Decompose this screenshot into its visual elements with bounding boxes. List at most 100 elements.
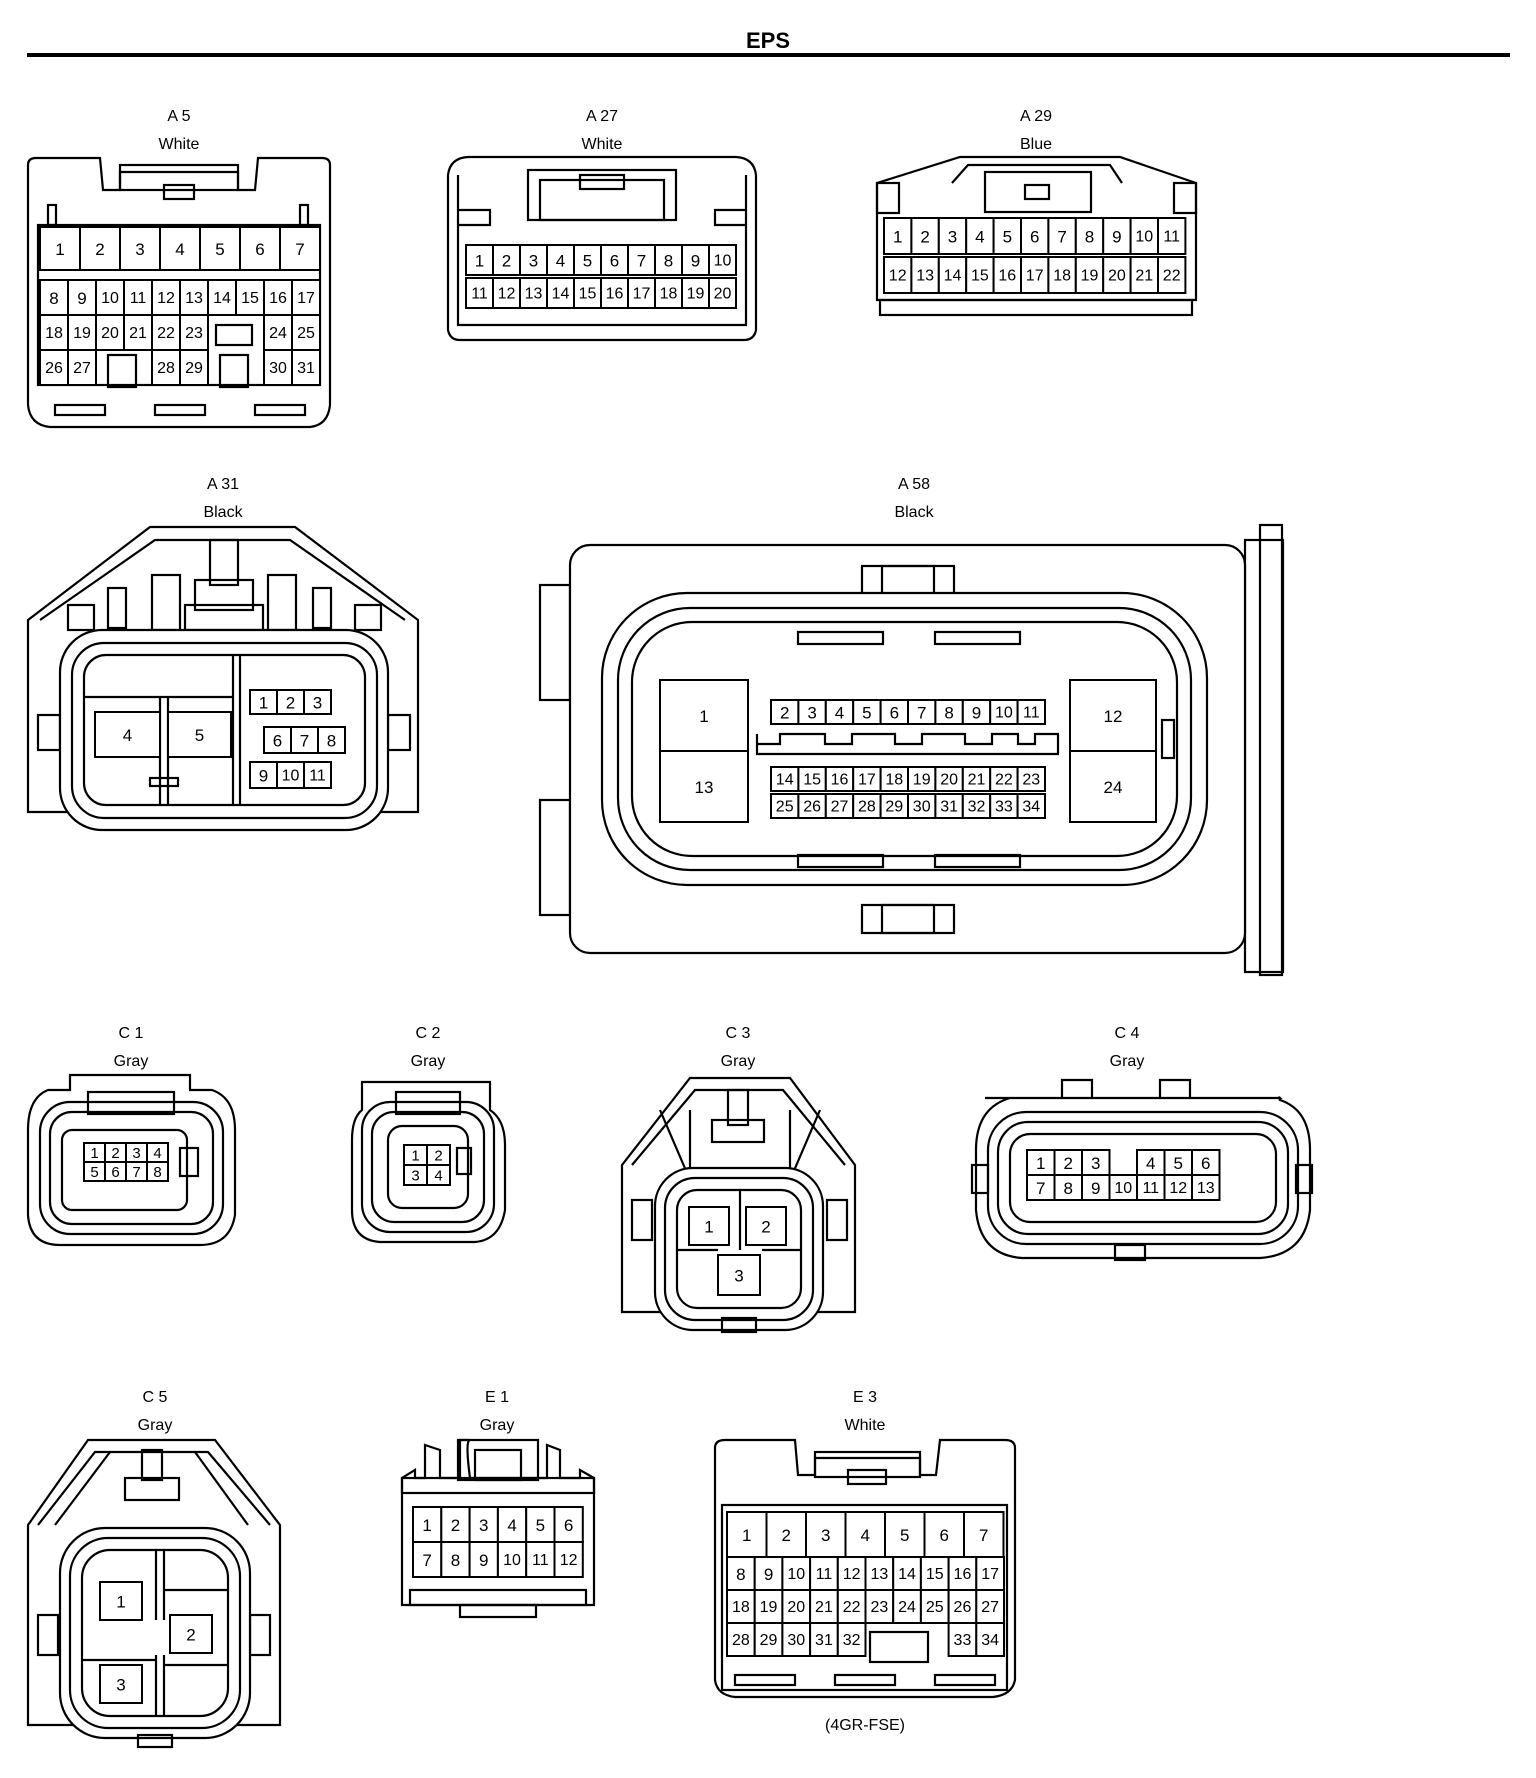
pin-number: 7 xyxy=(1036,1179,1045,1198)
pin-number: 25 xyxy=(926,1599,944,1616)
pin-number: 11 xyxy=(816,1566,833,1583)
pin-cell xyxy=(600,244,629,276)
pin-cell xyxy=(681,277,710,309)
pin-cell xyxy=(934,699,964,725)
pin-number: 13 xyxy=(525,286,543,303)
connector-c5: C 5 Gray 123 xyxy=(26,1389,282,1749)
pin-number: 21 xyxy=(1135,268,1153,285)
pin-number: 3 xyxy=(734,1267,743,1286)
pin-number: 2 xyxy=(761,1218,770,1237)
pin-number: 19 xyxy=(687,286,705,303)
cover-flange xyxy=(1243,538,1285,974)
pin-number: 5 xyxy=(900,1526,909,1545)
pin-number: 6 xyxy=(940,1526,949,1545)
pin-cell xyxy=(1191,1149,1221,1176)
pin-number: 6 xyxy=(1201,1154,1210,1173)
pin-number: 12 xyxy=(843,1566,861,1583)
connector-color: Blue xyxy=(1020,136,1052,153)
pin-cell xyxy=(1157,217,1187,255)
pin-cell xyxy=(961,766,992,792)
pin-cell xyxy=(440,1541,471,1578)
pin-number: 3 xyxy=(807,704,816,723)
pin-number: 14 xyxy=(944,268,962,285)
pin-number: 2 xyxy=(111,1145,119,1162)
pin-cell xyxy=(67,349,97,386)
pin-number: 30 xyxy=(269,360,287,377)
pin-cell xyxy=(726,1622,756,1657)
pin-number: 4 xyxy=(556,252,565,271)
pin-cell xyxy=(975,1622,1005,1657)
pin-cell xyxy=(291,314,321,351)
pin-cell xyxy=(263,279,293,316)
pin-number: 31 xyxy=(940,799,958,816)
pin-number: 12 xyxy=(498,286,516,303)
pin-number: 1 xyxy=(411,1148,419,1165)
pin-number: 4 xyxy=(835,704,844,723)
pin-cell xyxy=(947,1622,978,1657)
pin-number: 17 xyxy=(858,772,876,789)
pin-number: 1 xyxy=(699,707,708,726)
pin-cell xyxy=(765,1511,807,1558)
pin-number: 29 xyxy=(185,360,203,377)
pin-cell xyxy=(179,349,209,386)
pin-number: 17 xyxy=(1026,268,1044,285)
pin-number: 1 xyxy=(90,1145,98,1162)
pin-cell xyxy=(965,217,995,255)
pin-number: 27 xyxy=(981,1599,999,1616)
pin-number: 29 xyxy=(885,799,903,816)
pin-number: 6 xyxy=(564,1516,573,1535)
pin-number: 33 xyxy=(995,799,1013,816)
footnote: (4GR-FSE) xyxy=(825,1717,905,1734)
pin-cell xyxy=(1020,256,1050,294)
pin-cell xyxy=(753,1622,784,1657)
pin-number: 4 xyxy=(123,726,132,745)
pin-number: 2 xyxy=(502,252,511,271)
pin-number: 8 xyxy=(451,1551,460,1570)
connector-id: C 3 xyxy=(726,1025,751,1042)
connector-color: Gray xyxy=(114,1053,149,1070)
connector-id: A 27 xyxy=(586,108,618,125)
pin-cell xyxy=(681,244,710,276)
pin-number: 4 xyxy=(153,1145,161,1162)
pin-cell xyxy=(99,1664,143,1704)
pin-number: 7 xyxy=(295,240,304,259)
pin-number: 8 xyxy=(736,1565,745,1584)
pin-number: 12 xyxy=(1169,1180,1187,1197)
pin-cell xyxy=(1016,766,1046,792)
pin-cell xyxy=(923,1511,965,1558)
pin-number: 4 xyxy=(507,1516,516,1535)
connector-id: C 5 xyxy=(143,1389,168,1406)
pin-number: 15 xyxy=(579,286,597,303)
pin-number: 11 xyxy=(532,1552,549,1569)
pin-number: 7 xyxy=(422,1551,431,1570)
pin-number: 30 xyxy=(913,799,931,816)
pin-cell xyxy=(573,277,602,309)
pin-number: 1 xyxy=(704,1218,713,1237)
pin-number: 3 xyxy=(821,1526,830,1545)
connector-id: C 4 xyxy=(1115,1025,1140,1042)
pin-number: 8 xyxy=(664,252,673,271)
pin-number: 9 xyxy=(1112,228,1121,247)
pin-number: 5 xyxy=(215,240,224,259)
pin-cell xyxy=(1163,1174,1193,1201)
pin-cell xyxy=(1136,1149,1166,1176)
pin-number: 11 xyxy=(1163,229,1180,246)
pin-number: 23 xyxy=(1022,772,1040,789)
pin-number: 21 xyxy=(968,772,986,789)
pin-number: 3 xyxy=(1091,1154,1100,1173)
pin-cell xyxy=(1191,1174,1221,1201)
pin-cell xyxy=(553,1506,584,1543)
pin-cell xyxy=(39,226,81,271)
pin-number: 2 xyxy=(286,694,295,713)
pin-number: 4 xyxy=(861,1526,870,1545)
pin-number: 9 xyxy=(691,252,700,271)
pin-number: 6 xyxy=(1030,228,1039,247)
pin-number: 8 xyxy=(153,1164,161,1181)
connector-id: A 29 xyxy=(1020,108,1052,125)
pin-cell xyxy=(1129,217,1159,255)
connector-id: A 5 xyxy=(167,108,190,125)
